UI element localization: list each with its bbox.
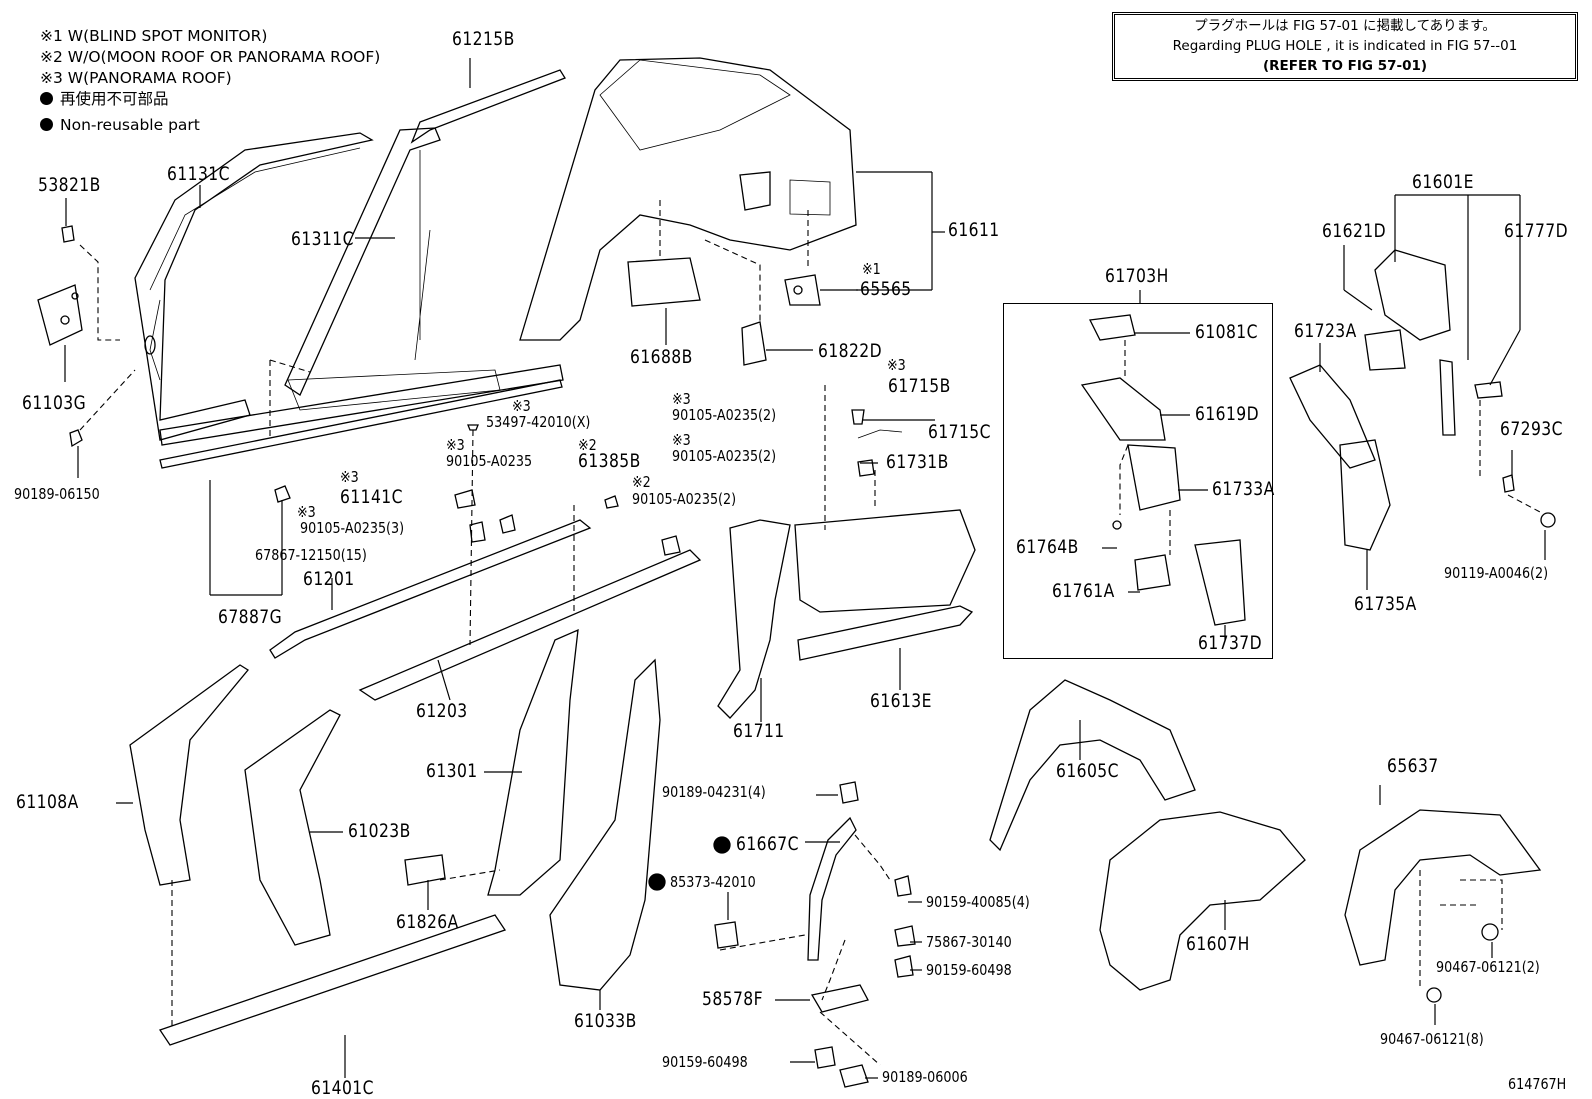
label-61733a: 61733A (1212, 478, 1275, 500)
label-61667c: 61667C (736, 833, 799, 855)
label-90105-a0235-b: 90105-A0235(2) (672, 447, 777, 465)
label-61761a: 61761A (1052, 580, 1115, 602)
label-61737d: 61737D (1198, 632, 1263, 654)
label-53821b: 53821B (38, 174, 101, 196)
label-90189-06006: 90189-06006 (882, 1068, 968, 1086)
legend-nonreusable-jp: 再使用不可部品 (40, 89, 380, 110)
label-61613e: 61613E (870, 690, 932, 712)
label-61723a: 61723A (1294, 320, 1357, 342)
mark-90105-b: ※3 (672, 431, 691, 449)
right-parts (989, 249, 1556, 1003)
label-61731b: 61731B (886, 451, 949, 473)
label-61311c: 61311C (291, 228, 354, 250)
label-67293c: 67293C (1500, 418, 1563, 440)
label-90189-06150: 90189-06150 (14, 485, 100, 503)
label-61401c: 61401C (311, 1077, 374, 1099)
bullet-icon (40, 118, 53, 131)
label-90467-06121-a: 90467-06121(2) (1436, 958, 1540, 976)
mark-53497: ※3 (512, 397, 531, 415)
label-90159-60498-a: 90159-60498 (926, 961, 1012, 979)
side-body-outer (134, 57, 857, 469)
label-61081c: 61081C (1195, 321, 1258, 343)
label-61735a: 61735A (1354, 593, 1417, 615)
label-65565: 65565 (860, 278, 912, 300)
mark-90105-a: ※3 (672, 390, 691, 408)
label-61715b: 61715B (888, 375, 951, 397)
label-90119-a0046: 90119-A0046(2) (1444, 564, 1549, 582)
small-parts-top (37, 225, 821, 448)
label-61611: 61611 (948, 219, 1000, 241)
fasteners (274, 409, 916, 1088)
label-90159-40085: 90159-40085(4) (926, 893, 1030, 911)
bullet-icon (40, 92, 53, 105)
label-61108a: 61108A (16, 791, 79, 813)
label-61131c: 61131C (167, 163, 230, 185)
nonreusable-marker-61667c (713, 836, 731, 854)
legend-note-2: ※2 W/O(MOON ROOF OR PANORAMA ROOF) (40, 48, 381, 66)
mark-65565: ※1 (862, 260, 881, 278)
label-90105-a0235-e: 90105-A0235(3) (300, 519, 405, 537)
label-61385b: 61385B (578, 450, 641, 472)
label-75867-30140: 75867-30140 (926, 933, 1012, 951)
note-line-3: (REFER TO FIG 57-01) (1262, 58, 1428, 74)
label-61703h: 61703H (1105, 265, 1169, 287)
label-61103g: 61103G (22, 392, 87, 414)
label-61688b: 61688B (630, 346, 693, 368)
label-61601e: 61601E (1412, 171, 1474, 193)
leader-lines (64, 58, 1546, 1079)
label-58578f: 58578F (702, 988, 763, 1010)
label-61621d: 61621D (1322, 220, 1387, 242)
dashed-lines (79, 200, 1541, 1066)
label-67887g: 67887G (218, 606, 283, 628)
note-line-1: プラグホールは FIG 57-01 に掲載してあります。 (1194, 18, 1496, 34)
legend-nonreusable-en: Non-reusable part (40, 115, 380, 136)
note-line-2: Regarding PLUG HOLE , it is indicated in… (1172, 38, 1518, 54)
label-61826a: 61826A (396, 911, 459, 933)
label-85373-42010: 85373-42010 (670, 873, 756, 891)
label-53497-42010: 53497-42010(X) (486, 413, 591, 431)
label-61023b: 61023B (348, 820, 411, 842)
label-61301: 61301 (426, 760, 478, 782)
group-61703h-frame (1003, 303, 1273, 659)
mark-90105-e: ※3 (297, 503, 316, 521)
mark-61141c: ※3 (340, 468, 359, 486)
label-61777d: 61777D (1504, 220, 1569, 242)
legend: ※1 W(BLIND SPOT MONITOR) ※2 W/O(MOON ROO… (40, 26, 380, 136)
label-61215b: 61215B (452, 28, 515, 50)
label-61711: 61711 (733, 720, 785, 742)
label-61605c: 61605C (1056, 760, 1119, 782)
nonreusable-marker-85373 (648, 873, 666, 891)
legend-note-3: ※3 W(PANORAMA ROOF) (40, 69, 232, 87)
label-90467-06121-b: 90467-06121(8) (1380, 1030, 1484, 1048)
label-61201: 61201 (303, 568, 355, 590)
pillar-parts (129, 509, 976, 1046)
label-61033b: 61033B (574, 1010, 637, 1032)
label-61822d: 61822D (818, 340, 883, 362)
label-90105-a0235-d: 90105-A0235(2) (632, 490, 737, 508)
label-65637: 65637 (1387, 755, 1439, 777)
label-61141c: 61141C (340, 486, 403, 508)
label-90105-a0235-a: 90105-A0235(2) (672, 406, 777, 424)
mark-90105-c: ※3 (446, 436, 465, 454)
legend-note-1: ※1 W(BLIND SPOT MONITOR) (40, 27, 268, 45)
label-90189-04231: 90189-04231(4) (662, 783, 766, 801)
label-61203: 61203 (416, 700, 468, 722)
mark-90105-d: ※2 (632, 473, 651, 491)
plug-hole-note: プラグホールは FIG 57-01 に掲載してあります。 Regarding P… (1112, 12, 1578, 81)
label-61619d: 61619D (1195, 403, 1260, 425)
mark-61385b: ※2 (578, 436, 597, 454)
label-90105-a0235-c: 90105-A0235 (446, 452, 533, 470)
label-61607h: 61607H (1186, 933, 1250, 955)
label-90159-60498-b: 90159-60498 (662, 1053, 748, 1071)
figure-id: 614767H (1508, 1075, 1567, 1093)
mark-61715b: ※3 (887, 356, 906, 374)
label-61764b: 61764B (1016, 536, 1079, 558)
label-67867-12150: 67867-12150(15) (255, 546, 367, 564)
label-61715c: 61715C (928, 421, 991, 443)
